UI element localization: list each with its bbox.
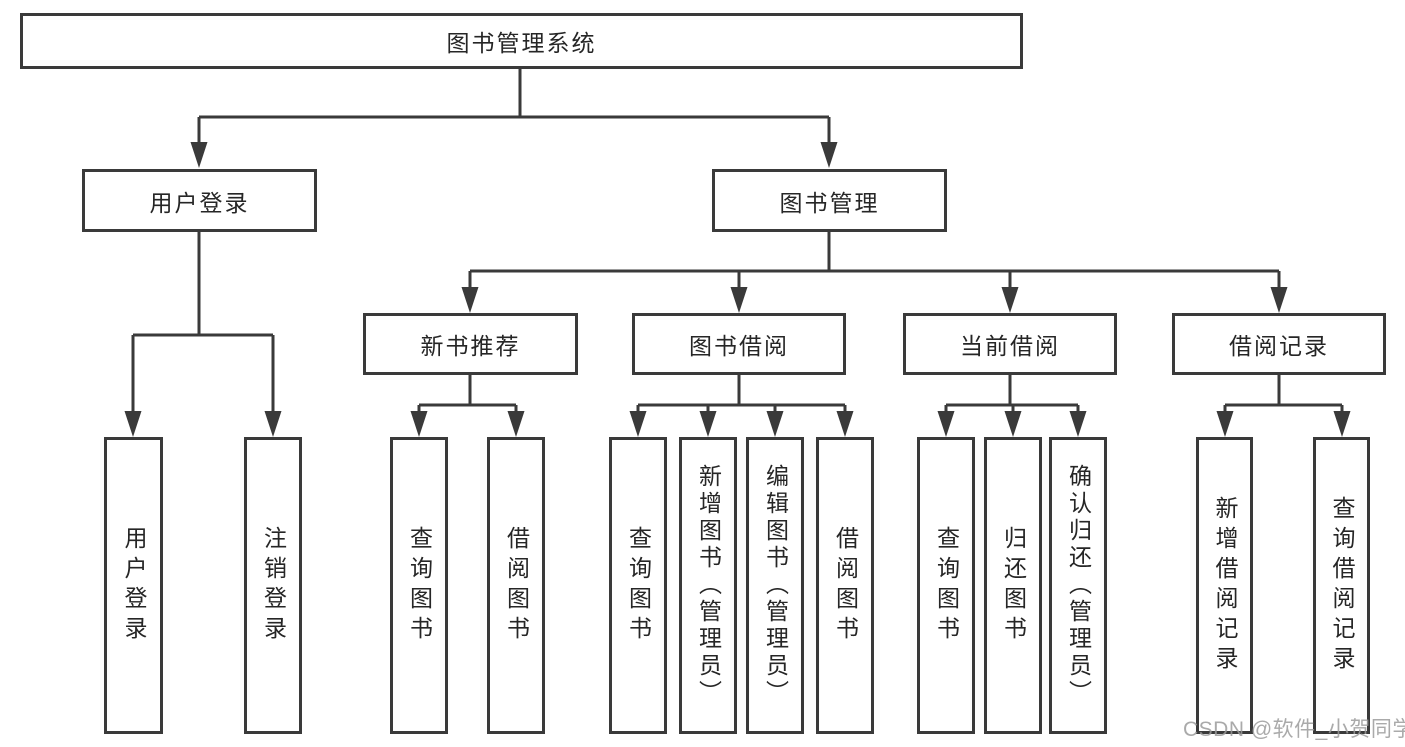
leaf-borrow-books-borrowing-label: 借阅图书	[832, 525, 859, 646]
node-borrowing-records-label: 借阅记录	[1229, 333, 1329, 359]
leaf-confirm-return-admin: 确认归还（管理员）	[1049, 437, 1107, 734]
node-book-borrowing-label: 图书借阅	[689, 333, 789, 359]
arrowheads	[124, 142, 1351, 437]
node-book-management-label: 图书管理	[779, 189, 880, 216]
node-current-borrowing: 当前借阅	[903, 313, 1117, 375]
leaf-return-books-label: 归还图书	[1000, 525, 1027, 646]
leaf-borrow-books-recommend-label: 借阅图书	[503, 525, 530, 646]
leaf-return-books: 归还图书	[984, 437, 1042, 734]
leaf-borrow-books-borrowing: 借阅图书	[816, 437, 874, 734]
node-user-login-label: 用户登录	[149, 189, 250, 216]
leaf-logout: 注销登录	[244, 437, 302, 734]
leaf-add-borrow-record-label: 新增借阅记录	[1212, 495, 1238, 676]
leaf-query-borrow-record-label: 查询借阅记录	[1329, 495, 1355, 676]
leaf-user-login: 用户登录	[104, 437, 163, 734]
node-user-login: 用户登录	[82, 169, 317, 232]
leaf-query-books-borrowing-label: 查询图书	[625, 525, 652, 646]
leaf-query-books-current-label: 查询图书	[933, 525, 960, 646]
node-book-management: 图书管理	[712, 169, 947, 232]
leaf-edit-book-admin-label: 编辑图书（管理员）	[762, 464, 789, 707]
leaf-query-books-borrowing: 查询图书	[609, 437, 667, 734]
node-current-borrowing-label: 当前借阅	[960, 333, 1060, 359]
leaf-add-book-admin-label: 新增图书（管理员）	[695, 464, 722, 707]
leaf-query-books-recommend-label: 查询图书	[406, 525, 433, 646]
leaf-logout-label: 注销登录	[260, 525, 287, 646]
node-root-label: 图书管理系统	[446, 30, 597, 56]
leaf-add-borrow-record: 新增借阅记录	[1196, 437, 1253, 734]
leaf-edit-book-admin: 编辑图书（管理员）	[746, 437, 804, 734]
leaf-user-login-label: 用户登录	[121, 525, 147, 646]
node-new-book-recommend: 新书推荐	[363, 313, 578, 375]
node-root: 图书管理系统	[20, 13, 1023, 69]
leaf-query-books-recommend: 查询图书	[390, 437, 448, 734]
tree-edges	[131, 69, 1344, 415]
watermark: CSDN @软件_小贺同学	[1183, 718, 1405, 741]
node-borrowing-records: 借阅记录	[1172, 313, 1386, 375]
node-book-borrowing: 图书借阅	[632, 313, 846, 375]
leaf-confirm-return-admin-label: 确认归还（管理员）	[1065, 464, 1092, 707]
leaf-query-books-current: 查询图书	[917, 437, 975, 734]
leaf-borrow-books-recommend: 借阅图书	[487, 437, 545, 734]
leaf-add-book-admin: 新增图书（管理员）	[679, 437, 737, 734]
leaf-query-borrow-record: 查询借阅记录	[1313, 437, 1370, 734]
node-new-book-recommend-label: 新书推荐	[420, 333, 521, 359]
